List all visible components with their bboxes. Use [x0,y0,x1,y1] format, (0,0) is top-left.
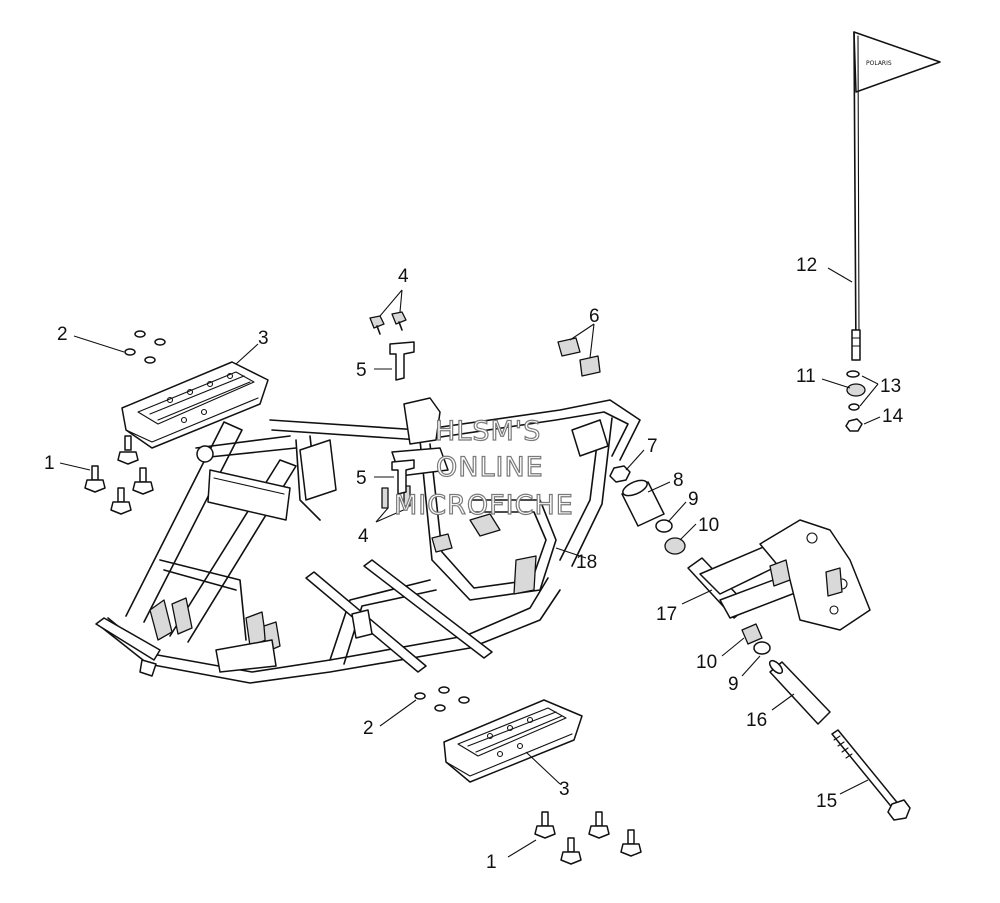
steering-post-17 [687,519,871,631]
bracket-lower [391,459,415,495]
flag-hardware [845,370,866,432]
safety-flag: POLARIS [851,31,941,361]
callout-17: 17 [656,604,677,625]
screws-upper [369,311,407,335]
callout-13: 13 [880,376,901,397]
footrest-lower [443,699,583,783]
bushing-8 [621,479,665,527]
callout-3-lower: 3 [559,779,570,800]
bearing-10-lower [741,623,763,645]
callout-10-upper: 10 [698,515,719,536]
leader-lines [59,267,881,858]
callout-4-lower: 4 [358,526,369,547]
callout-18: 18 [576,552,597,573]
callout-5-upper: 5 [356,360,367,381]
washers-upper [124,330,166,364]
callout-2-lower: 2 [363,718,374,739]
callout-11: 11 [796,366,816,387]
screws-lower [381,485,411,509]
nut-7 [609,465,631,483]
callout-8: 8 [673,470,684,491]
callout-5-lower: 5 [356,468,367,489]
main-frame [95,397,641,684]
callout-9-lower: 9 [728,674,739,695]
callout-1-lower: 1 [486,852,497,873]
tube-16 [768,659,831,725]
callout-3-upper: 3 [258,328,269,349]
bracket-upper [389,341,415,381]
flag-logo: POLARIS [866,60,892,67]
callout-15: 15 [816,791,837,812]
callout-1-upper: 1 [44,453,55,474]
footrest-upper [121,361,269,449]
watermark-line-1: HLSM'S [435,416,541,447]
callout-2-upper: 2 [57,324,68,345]
bolts-upper [84,435,154,515]
callout-10-lower: 10 [696,652,717,673]
callout-9-upper: 9 [688,489,699,510]
watermark-line-2: ONLINE [436,452,544,483]
callout-14: 14 [882,406,904,427]
callout-6: 6 [589,306,600,327]
callout-12: 12 [796,255,817,276]
callouts: 1 1 2 2 3 3 4 4 5 5 6 7 8 9 9 10 10 11 1… [44,255,904,873]
washer-9-upper [655,519,673,533]
watermark-line-3: MICROFICHE [394,490,574,521]
callout-4-upper: 4 [398,266,409,287]
callout-7: 7 [647,436,658,457]
washers-lower [414,686,470,712]
bolt-15 [831,729,911,821]
callout-16: 16 [746,710,767,731]
bolts-lower [534,811,642,865]
washer-9-lower [753,641,771,655]
clips [557,337,601,377]
bearing-10-upper [664,537,686,555]
watermark: HLSM'S ONLINE MICROFICHE [393,415,574,521]
